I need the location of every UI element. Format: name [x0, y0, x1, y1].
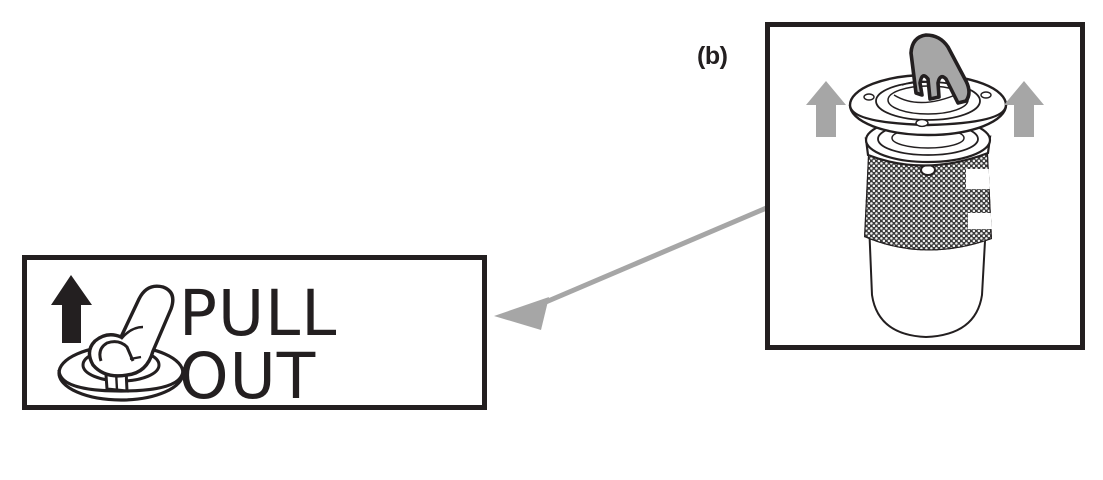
knuckle-line: [129, 355, 142, 361]
black-up-arrow: [51, 275, 92, 343]
lid-screw-front: [915, 118, 929, 128]
mesh-label-patch: [966, 169, 992, 189]
hand-pulling-tab-icon: [51, 275, 185, 402]
mesh-label-patch-lower: [968, 213, 992, 229]
lid-screw-left: [863, 93, 875, 101]
perforated-filter-band: [864, 153, 992, 251]
leader-arrowhead: [494, 297, 549, 330]
left-lift-arrow: [806, 81, 846, 137]
device-panel: [765, 22, 1085, 350]
right-lift-arrow: [1004, 81, 1044, 137]
air-purifier-illustration: [806, 33, 1044, 339]
gray-hand-grip: [909, 33, 971, 105]
instruction-panel: PULL OUT: [22, 255, 487, 410]
index-finger: [98, 340, 135, 362]
thumb-crease: [120, 325, 144, 340]
lid-screw-right: [980, 91, 992, 99]
pull-out-caption: PULL OUT: [179, 277, 338, 413]
panel-label-b: (b): [697, 42, 728, 70]
